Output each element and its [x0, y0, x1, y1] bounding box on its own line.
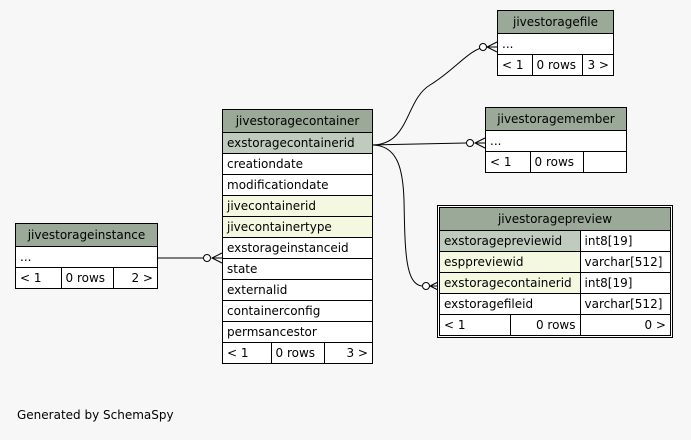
parents-count: < 1: [440, 313, 510, 335]
row-count: 0 rows: [60, 266, 113, 288]
row-count: 0 rows: [531, 53, 582, 75]
edge-storagefile-crowfoot-circle: [479, 43, 487, 51]
row-count: 0 rows: [509, 313, 580, 335]
column-jivecontainerid: jivecontainerid: [223, 194, 372, 216]
table-jivestorageinstance[interactable]: jivestorageinstance ... < 1 0 rows 2 >: [15, 223, 158, 289]
children-count: 3 >: [323, 341, 372, 363]
column-type: varchar[512]: [579, 250, 670, 272]
column-type: varchar[512]: [579, 292, 670, 314]
edge-container-crowfoot: [210, 252, 223, 264]
table-title[interactable]: jivestoragecontainer: [223, 110, 372, 132]
parents-count: < 1: [498, 53, 532, 75]
parents-count: < 1: [16, 266, 61, 288]
edge-storagemember-crowfoot: [473, 137, 486, 149]
table-jivestoragepreview[interactable]: jivestoragepreview exstoragepreviewid in…: [437, 205, 673, 338]
edge-container-storagepreview: [371, 144, 423, 287]
column-state: state: [223, 257, 372, 279]
table-title[interactable]: jivestoragefile: [498, 11, 613, 33]
column-exstoragepreviewid: exstoragepreviewid: [440, 229, 580, 251]
edge-storagemember-crowfoot-circle: [466, 139, 474, 147]
children-count: 0 >: [579, 313, 670, 335]
table-title[interactable]: jivestoragepreview: [440, 208, 670, 230]
column-exstorageinstanceid: exstorageinstanceid: [223, 236, 372, 258]
table-jivestoragefile[interactable]: jivestoragefile ... < 1 0 rows 3 >: [497, 10, 614, 76]
edge-container-crowfoot-circle: [203, 254, 211, 262]
parents-count: < 1: [223, 341, 271, 363]
column-permsancestor: permsancestor: [223, 320, 372, 342]
table-title[interactable]: jivestoragemember: [486, 108, 626, 130]
column-exstoragecontainerid: exstoragecontainerid: [440, 271, 580, 293]
children-count: 3 >: [581, 53, 613, 75]
edge-storagefile-crowfoot: [485, 41, 498, 53]
edge-storagepreview-crowfoot-circle: [422, 282, 430, 290]
column-exstoragecontainerid: exstoragecontainerid: [223, 131, 372, 153]
table-row: ...: [486, 129, 626, 151]
table-jivestoragecontainer[interactable]: jivestoragecontainer exstoragecontaineri…: [222, 109, 373, 364]
row-count: 0 rows: [529, 150, 583, 172]
children-count: 2 >: [112, 266, 157, 288]
generated-by-label: Generated by SchemaSpy: [17, 408, 174, 422]
edge-container-storagemember: [371, 142, 467, 146]
column-externalid: externalid: [223, 278, 372, 300]
row-count: 0 rows: [270, 341, 324, 363]
table-row: ...: [16, 245, 157, 267]
column-type: int8[19]: [579, 229, 670, 251]
column-creationdate: creationdate: [223, 152, 372, 174]
parents-count: < 1: [486, 150, 530, 172]
edge-container-storagefile: [371, 46, 487, 146]
table-jivestoragemember[interactable]: jivestoragemember ... < 1 0 rows: [485, 107, 627, 173]
table-title[interactable]: jivestorageinstance: [16, 224, 157, 246]
column-jivecontainertype: jivecontainertype: [223, 215, 372, 237]
column-containerconfig: containerconfig: [223, 299, 372, 321]
column-type: int8[19]: [579, 271, 670, 293]
table-row: ...: [498, 32, 613, 54]
column-exstoragefileid: exstoragefileid: [440, 292, 580, 314]
column-esppreviewid: esppreviewid: [440, 250, 580, 272]
column-modificationdate: modificationdate: [223, 173, 372, 195]
children-count: [582, 150, 626, 172]
